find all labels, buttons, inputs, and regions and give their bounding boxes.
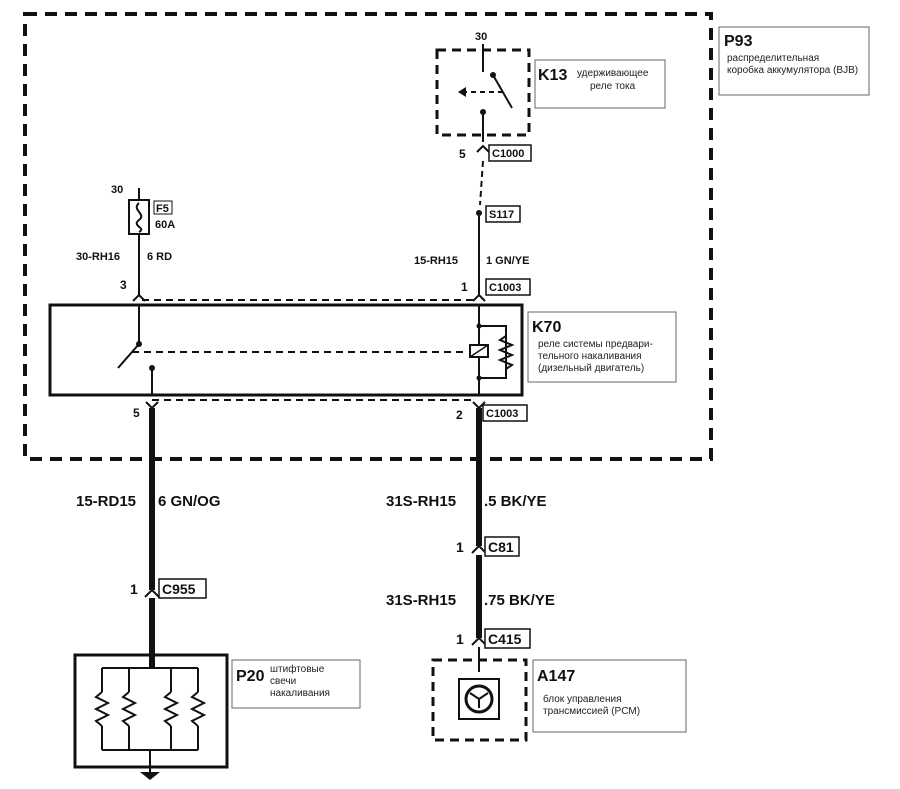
c81-pin: 1 [456, 539, 464, 555]
wire-5-color: .75 BK/YE [484, 592, 555, 609]
k70-pin-1-mark [472, 293, 486, 302]
k13-label-box [534, 59, 666, 109]
wire-4-code: 31S-RH15 [386, 493, 456, 510]
s117-splice [476, 210, 482, 216]
a147-label-box [532, 659, 687, 733]
p20-ground-icon [140, 772, 160, 780]
p20-desc-1: штифтовые [270, 663, 325, 675]
p93-desc-2: коробка аккумулятора (BJB) [727, 64, 858, 76]
c81-pin-mark [471, 544, 487, 554]
c1003-bottom-label: C1003 [486, 408, 518, 420]
k70-desc-2: тельного накаливания [538, 351, 642, 362]
f5-code: F5 [156, 203, 169, 215]
wire-3-color: 6 GN/OG [158, 493, 221, 510]
p20-plugs [93, 668, 207, 772]
k70-resistor [497, 335, 515, 370]
wire-2-color: 1 GN/YE [486, 255, 529, 267]
c415-label-box [484, 628, 531, 649]
k70-code: K70 [532, 319, 561, 336]
a147-box [431, 658, 528, 742]
a147-desc-2: трансмиссией (PCM) [543, 706, 640, 717]
p20-desc-3: накаливания [270, 688, 330, 699]
wire-1-code: 30-RH16 [76, 251, 120, 263]
c955-label: C955 [162, 581, 196, 597]
a147-code: A147 [537, 668, 575, 685]
f5-fuse-element [135, 202, 143, 233]
p93-code: P93 [724, 33, 753, 50]
a147-desc-1: блок управления [543, 693, 621, 705]
c1003-top-label-box [485, 278, 531, 296]
c1000-label: C1000 [492, 148, 524, 160]
wire-c1000-s117 [479, 160, 484, 206]
c1003-top-label: C1003 [489, 282, 521, 294]
k70-pin-5: 5 [133, 406, 140, 420]
k13-desc-1: удерживающее [577, 68, 649, 79]
s117-label: S117 [489, 209, 514, 221]
wire-1-color: 6 RD [147, 251, 172, 263]
p20-code: P20 [236, 668, 265, 685]
k13-pin-bottom: 5 [459, 147, 466, 161]
k13-desc-2: реле тока [590, 81, 636, 92]
k70-pin-1: 1 [461, 280, 468, 294]
k70-coil-diag [469, 344, 489, 358]
c415-pin-mark [471, 636, 487, 646]
k13-pin-top: 30 [475, 31, 487, 43]
c955-pin-mark [144, 588, 160, 598]
p93-label-box [718, 26, 870, 96]
k70-desc-3: (дизельный двигатель) [538, 363, 644, 374]
k13-arrow [458, 87, 466, 97]
wire-3-code: 15-RD15 [76, 493, 136, 510]
c955-label-box [158, 578, 207, 599]
f5-fuse-body [128, 199, 150, 235]
c81-label: C81 [488, 539, 514, 555]
p93-desc-1: распределительная [727, 53, 819, 64]
f5-rating: 60A [155, 219, 175, 231]
p20-label-box [231, 659, 361, 709]
k70-relay-box [48, 303, 524, 397]
wire-4-color: .5 BK/YE [484, 493, 547, 510]
c1003-bottom-label-box [482, 404, 528, 422]
k70-desc-1: реле системы предвари- [538, 339, 653, 350]
f5-label-box [153, 200, 173, 215]
c81-label-box [484, 536, 520, 557]
k70-label-box [527, 311, 677, 383]
wire-5-code: 31S-RH15 [386, 592, 456, 609]
wire-2-code: 15-RH15 [414, 255, 458, 267]
k70-pin-3: 3 [120, 278, 127, 292]
k70-switch-arm [117, 343, 140, 369]
f5-pin-top: 30 [111, 184, 123, 196]
p93-enclosure [23, 12, 713, 461]
c1000-label-box [488, 144, 532, 162]
k13-code: K13 [538, 67, 567, 84]
c415-label: C415 [488, 631, 522, 647]
c415-pin: 1 [456, 631, 464, 647]
k70-pin-5-mark [145, 401, 159, 410]
a147-module-icon [464, 684, 494, 714]
p20-desc-2: свечи [270, 676, 296, 687]
k70-pin-2: 2 [456, 408, 463, 422]
c1000-pin-mark [476, 144, 490, 153]
s117-label-box [485, 205, 521, 223]
c955-pin: 1 [130, 581, 138, 597]
